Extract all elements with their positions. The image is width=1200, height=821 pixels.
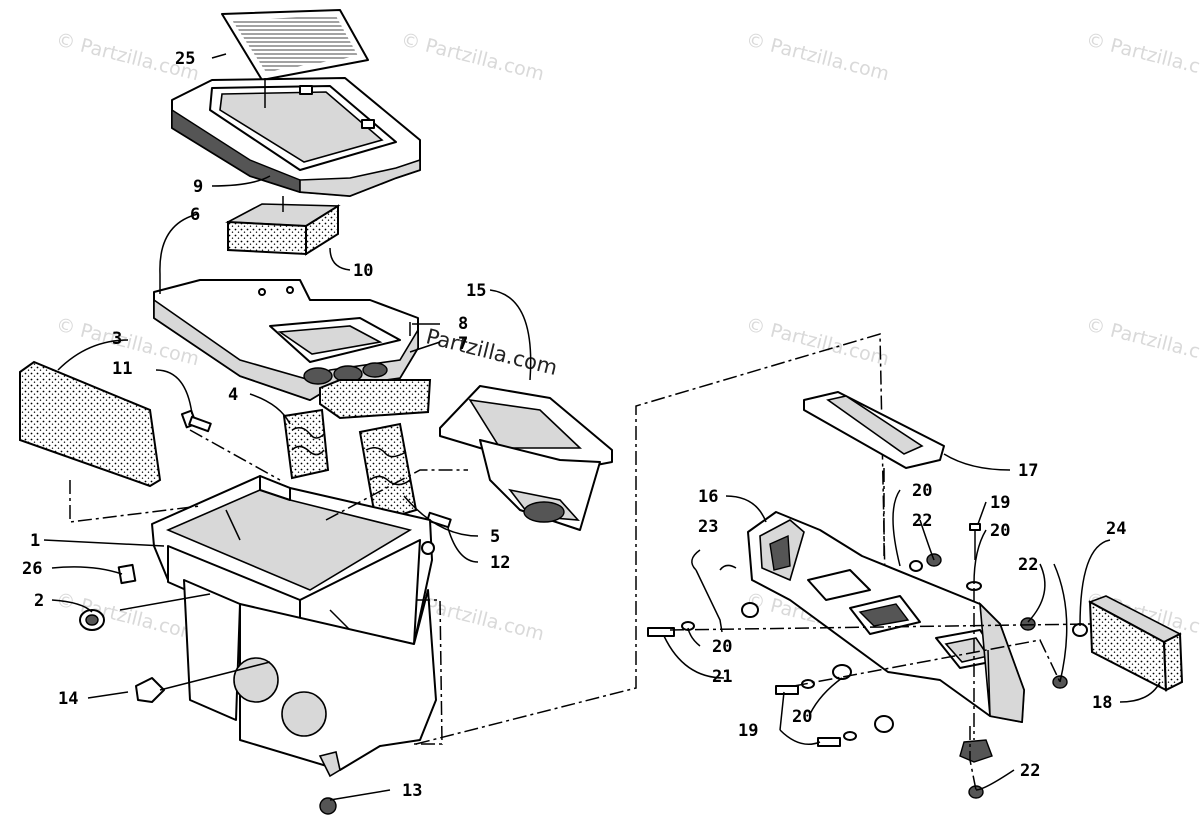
part-14-clamp [135,677,165,703]
callout-label: 25 [175,49,195,69]
callout-label: 15 [466,281,486,301]
knob [959,739,993,763]
watermark: © Partzilla.com [399,29,547,86]
callout-label: 14 [58,689,78,709]
bolt [817,737,841,747]
callout-label: 20 [990,521,1010,541]
callout-label: 3 [112,329,122,349]
part-17-gasket [803,391,945,469]
part-13-plug [319,797,337,815]
callout-label: 22 [912,511,932,531]
part-2-grommet [79,609,105,631]
callout-label: 18 [1092,693,1112,713]
callout-label: 9 [193,177,203,197]
leader-lines-right [663,453,1161,791]
callout-label: 1 [30,531,40,551]
washer [874,715,894,733]
callout-label: 2 [34,591,44,611]
callout-label: 22 [1020,761,1040,781]
callout-label: 12 [490,553,510,573]
callout-label: 19 [990,493,1010,513]
washer [843,731,857,741]
watermark: © Partzilla.com [1084,314,1200,371]
part-10-filter [225,203,341,256]
callout-label: 16 [698,487,718,507]
part-18-foam [1088,595,1184,692]
watermark: © Partzilla.com [54,589,202,646]
part-26-clip [117,563,137,585]
callout-label: 13 [402,781,422,801]
bolt [969,523,981,531]
part-7-foam [319,379,432,420]
callout-label: 24 [1106,519,1126,539]
callout-label: 4 [228,385,238,405]
callout-label: 20 [792,707,812,727]
part-12-bolt [426,511,452,529]
part-11-bolt [180,409,212,433]
callout-label: 17 [1018,461,1038,481]
callout-label: 23 [698,517,718,537]
callout-label: 11 [112,359,132,379]
nut [1020,617,1036,631]
callout-label: 5 [490,527,500,547]
leader-lines-left [43,53,887,801]
callout-label: 22 [1018,555,1038,575]
part-6-filter-tray [153,279,419,401]
callout-label: 21 [712,667,732,687]
washer [741,602,759,618]
part-23-wire [695,564,737,633]
callout-label: 20 [712,637,732,657]
callout-label: 10 [353,261,373,281]
part-1-airbox [151,475,437,778]
hardware [647,523,1088,799]
bolt [647,627,675,637]
callout-label: 7 [458,334,468,354]
part-4-screen [282,408,330,480]
watermark: © Partzilla.com [744,29,892,86]
callout-label: 19 [738,721,758,741]
callout-labels: 25 9 6 10 15 8 7 3 11 4 5 12 1 26 2 14 1… [22,49,1126,801]
callout-label: 6 [190,205,200,225]
washer [832,664,852,680]
watermark: © Partzilla.com [1084,29,1200,86]
part-5-screen [358,422,418,524]
washer [909,560,923,572]
part-3-side-foam [19,360,162,488]
part-15-intake-duct [439,385,613,531]
bolt [775,685,799,695]
callout-label: 20 [912,481,932,501]
callout-label: 26 [22,559,42,579]
watermark: © Partzilla.com [744,314,892,371]
part-16-manifold [747,511,1025,723]
part-25-decal [221,9,369,81]
part-9-airbox-cover [171,77,421,197]
callout-label: 8 [458,314,468,334]
